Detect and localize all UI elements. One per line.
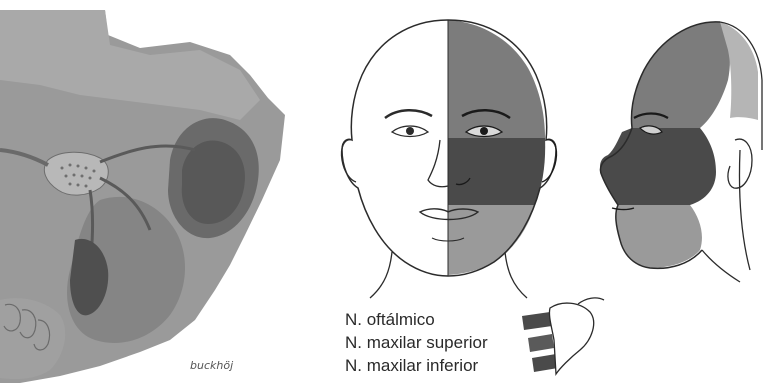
pupil-right <box>480 127 488 135</box>
pictogram-mandibular-branch <box>532 354 558 372</box>
frontal-ophthalmic-zone <box>448 20 545 138</box>
pupil-left <box>406 127 414 135</box>
legend-label-maxillary: N. maxilar superior <box>345 333 488 352</box>
profile-face-drawing <box>600 22 762 282</box>
legend-label-ophthalmic: N. oftálmico <box>345 310 435 329</box>
pictogram-ganglion <box>549 303 593 374</box>
neck-left <box>370 252 392 298</box>
frontal-face-drawing <box>341 20 556 298</box>
profile-mandibular-zone <box>616 205 702 268</box>
legend-item-ophthalmic: N. oftálmico <box>345 308 488 331</box>
profile-ophthalmic-zone <box>632 22 730 128</box>
nerve-legend: N. oftálmico N. maxilar superior N. maxi… <box>345 308 488 377</box>
pictogram-ophthalmic-branch <box>522 312 552 330</box>
legend-label-mandibular: N. maxilar inferior <box>345 356 478 375</box>
nose <box>428 140 448 187</box>
brow-left <box>385 110 432 118</box>
profile-maxillary-zone <box>600 128 716 205</box>
pictogram-maxillary-branch <box>528 334 554 352</box>
nerve-branch-pictogram <box>522 298 604 374</box>
artist-signature: buckhöj <box>190 359 234 372</box>
legend-item-mandibular: N. maxilar inferior <box>345 354 488 377</box>
frontal-maxillary-zone <box>448 138 545 205</box>
legend-item-maxillary: N. maxilar superior <box>345 331 488 354</box>
skull-anatomy-illustration <box>0 10 285 383</box>
neck-right <box>505 252 527 298</box>
pictogram-root <box>578 298 604 304</box>
frontal-mandibular-zone <box>448 205 535 275</box>
